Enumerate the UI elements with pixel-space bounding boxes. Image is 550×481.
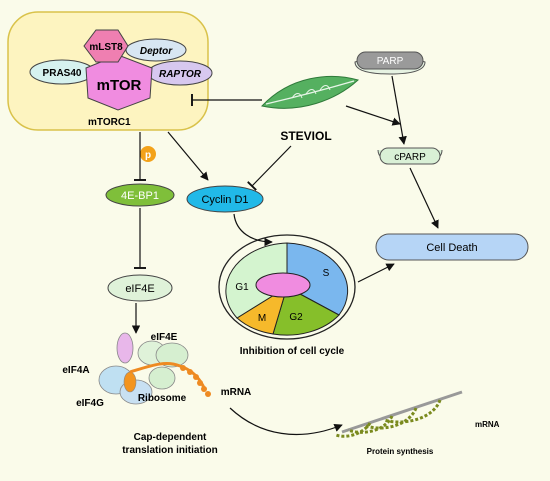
phase-s-shape (286, 242, 349, 316)
protein-synthesis-caption: Protein synthesis (367, 447, 434, 456)
nucleus-shape (255, 272, 311, 298)
cparp-shape (379, 147, 441, 165)
four-ebp1-label: 4E-BP1 (121, 190, 159, 202)
eif4e-shape (107, 274, 173, 302)
phase-g2-shape (272, 286, 340, 336)
cparp-to-cell-death (409, 167, 439, 229)
mtorc1-label: mTORC1 (88, 117, 131, 128)
cparp-label: cPARP (394, 152, 426, 163)
cell-death-label: Cell Death (426, 242, 477, 254)
translation-to-protein-synthesis (229, 407, 343, 435)
phase-s-label: S (323, 268, 330, 279)
connectors (131, 75, 439, 435)
protein-synthesis (335, 390, 463, 438)
mlst8-label: mLST8 (89, 42, 123, 53)
mrna-label: mRNA (221, 387, 252, 398)
ribosome-small-shape (148, 366, 176, 390)
steviol-label: STEVIOL (280, 129, 331, 143)
cell-death-shape (375, 233, 529, 261)
ribosome-large-shape (155, 342, 189, 368)
parp-label: PARP (377, 56, 404, 67)
deptor-label: Deptor (140, 46, 173, 57)
translation-caption-line1: Cap-dependent (134, 432, 207, 443)
mtorc1-complex: PRAS40 RAPTOR Deptor mTOR mLST8 mTORC1 (7, 11, 213, 131)
phase-g1-shape (225, 242, 288, 319)
ribosome-label: Ribosome (138, 393, 187, 404)
translation-complex (98, 332, 211, 405)
raptor-label: RAPTOR (159, 69, 202, 80)
cell-cycle-to-cell-death (357, 263, 395, 283)
mtor-label: mTOR (97, 77, 142, 94)
mlst8-shape (83, 29, 129, 63)
eif4a-label: eIF4A (62, 365, 89, 376)
steviol-leaf-icon (261, 75, 360, 109)
cell-cycle-caption: Inhibition of cell cycle (240, 346, 345, 357)
phospho-label: p (145, 150, 151, 161)
four-ebp1-shape (105, 183, 175, 207)
steviol-inhibits-cyclin-d1 (247, 145, 292, 191)
eif4e-label: eIF4E (125, 283, 154, 295)
cyclin-d1-to-cell-cycle (233, 213, 273, 247)
parp-shape (356, 51, 424, 70)
parp-to-cparp (391, 75, 407, 145)
translation-caption-line2: translation initiation (122, 445, 218, 456)
steviol-to-cparp (345, 105, 401, 126)
protein-synthesis-mrna-label: mRNA (475, 420, 500, 429)
phospho-badge (140, 146, 156, 162)
cap-shape (116, 332, 134, 364)
cell-cycle: G1 S G2 M (218, 234, 356, 340)
mtor-shape (85, 54, 153, 111)
pras40-label: PRAS40 (43, 68, 82, 79)
cyclin-d1-label: Cyclin D1 (201, 194, 248, 206)
phase-g2-label: G2 (289, 312, 303, 323)
mtorc1-to-cyclin-d1 (167, 131, 209, 181)
cyclin-d1-shape (186, 185, 264, 213)
phase-m-label: M (258, 313, 266, 324)
eif4g-label: eIF4G (76, 398, 104, 409)
phase-g1-label: G1 (235, 282, 249, 293)
eif4e-factor-label: eIF4E (151, 332, 178, 343)
